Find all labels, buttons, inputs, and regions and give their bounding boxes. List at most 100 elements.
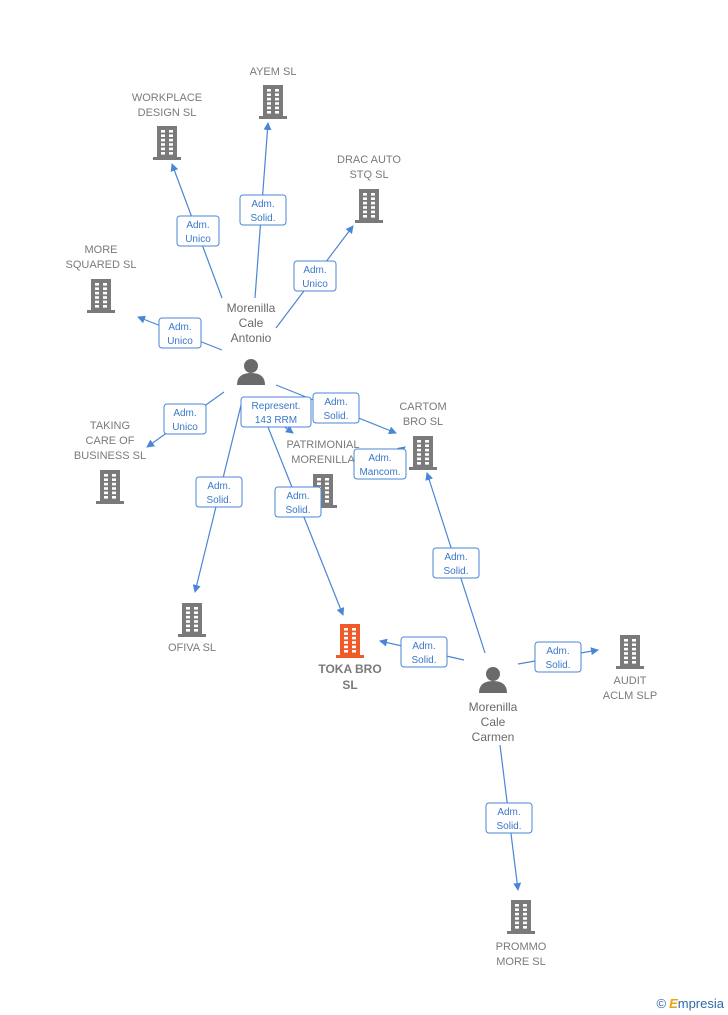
node-label: AUDIT xyxy=(614,675,647,687)
edge-label-text: Solid. xyxy=(250,213,275,224)
edge-label-box xyxy=(534,641,582,673)
building-icon xyxy=(336,624,364,658)
node-label: Morenilla xyxy=(469,700,518,714)
edge-label-box xyxy=(240,396,312,428)
edge-label-text: Adm. xyxy=(546,646,569,657)
node-label: WORKPLACE xyxy=(132,92,202,104)
edge-label-text: Unico xyxy=(167,336,193,347)
edge-label-antonio-to-more_squared[interactable]: Adm. Unico xyxy=(158,317,202,349)
brand-logo-text: mpresia xyxy=(677,996,724,1011)
edge-label-text: Adm. xyxy=(444,552,467,563)
node-label: MORE xyxy=(85,244,118,256)
edge-label-carmen-to-audit[interactable]: Adm. Solid. xyxy=(534,641,582,673)
edge-label-box xyxy=(293,260,337,292)
building-icon xyxy=(178,603,206,637)
node-cartom[interactable]: CARTOM BRO SL xyxy=(399,401,447,470)
edge-label-text: Adm. xyxy=(251,199,274,210)
node-ofiva[interactable]: OFIVA SL xyxy=(168,603,216,654)
node-label: DESIGN SL xyxy=(138,107,197,119)
edge-label-antonio-to-workplace[interactable]: Adm. Unico xyxy=(176,215,220,247)
edge-label-antonio-to-ofiva[interactable]: Adm. Solid. xyxy=(195,476,243,508)
edge-label-text: Adm. xyxy=(173,408,196,419)
edge-label-text: Solid. xyxy=(206,495,231,506)
node-label: SQUARED SL xyxy=(66,259,137,271)
edge-label-antonio-to-drac[interactable]: Adm.Unico xyxy=(293,260,337,292)
edge-label-text: Mancom. xyxy=(359,467,400,478)
node-workplace[interactable]: WORKPLACE DESIGN SL xyxy=(132,92,202,160)
building-icon xyxy=(409,436,437,470)
node-label: DRAC AUTO xyxy=(337,154,401,166)
node-label: SL xyxy=(342,678,357,692)
node-label: Morenilla xyxy=(227,301,276,315)
edge-label-text: Represent. xyxy=(252,401,301,412)
edge-label-text: Adm. xyxy=(207,481,230,492)
nodes-layer: WORKPLACE DESIGN SL AYEM SL DRAC AUTO STQ SL… xyxy=(66,66,658,968)
edge-label-text: Solid. xyxy=(496,821,521,832)
edge-label-antonio-to-taking_care[interactable]: Adm. Unico xyxy=(163,403,207,435)
edge-label-box xyxy=(485,802,533,834)
node-label: Carmen xyxy=(472,730,515,744)
edge-label-text: Adm. xyxy=(168,322,191,333)
edge-label-text: Adm. xyxy=(412,641,435,652)
node-label: ACLM SLP xyxy=(603,690,657,702)
edge-label-text: Adm. xyxy=(324,397,347,408)
edge-label-patrimonial-to-cartom[interactable]: Adm. Mancom. xyxy=(353,448,407,480)
node-label: BRO SL xyxy=(403,416,443,428)
edge-label-text: Adm. xyxy=(286,491,309,502)
edge-label-text: Unico xyxy=(302,279,328,290)
node-label: STQ SL xyxy=(349,169,388,181)
edge-label-antonio-to-ayem[interactable]: Adm. Solid. xyxy=(239,194,287,226)
node-ayem[interactable]: AYEM SL xyxy=(250,66,297,119)
edge-label-box xyxy=(176,215,220,247)
node-label: MORENILLA xyxy=(291,454,355,466)
edge-label-antonio-to-patrimonial[interactable]: Represent.143 RRM xyxy=(240,396,312,428)
edge-label-carmen-to-toka[interactable]: Adm. Solid. xyxy=(400,636,448,668)
building-icon xyxy=(259,85,287,119)
edge-label-box xyxy=(158,317,202,349)
node-label: Cale xyxy=(481,715,506,729)
node-label: PATRIMONIAL xyxy=(287,439,360,451)
edge-label-box xyxy=(239,194,287,226)
building-icon xyxy=(87,279,115,313)
building-icon xyxy=(507,900,535,934)
building-icon xyxy=(153,126,181,160)
edge-label-box xyxy=(195,476,243,508)
edge-label-text: Solid. xyxy=(285,505,310,516)
node-label: OFIVA SL xyxy=(168,642,216,654)
edge-label-text: Solid. xyxy=(545,660,570,671)
edge-label-text: Unico xyxy=(185,234,211,245)
edge-label-carmen-to-cartom[interactable]: Adm.Solid. xyxy=(432,547,480,579)
building-icon xyxy=(96,470,124,504)
copyright-symbol: © xyxy=(656,996,667,1011)
node-audit[interactable]: AUDIT ACLM SLP xyxy=(603,635,657,702)
node-drac[interactable]: DRAC AUTO STQ SL xyxy=(337,154,401,223)
node-more_squared[interactable]: MORE SQUARED SL xyxy=(66,244,137,313)
edge-label-text: Adm. xyxy=(186,220,209,231)
node-label: Cale xyxy=(239,316,264,330)
person-icon xyxy=(479,667,507,693)
brand-watermark[interactable]: ©Empresia xyxy=(656,996,724,1011)
edge-label-box xyxy=(432,547,480,579)
edge-label-text: Adm. xyxy=(368,453,391,464)
node-label: MORE SL xyxy=(496,956,546,968)
edge-label-box xyxy=(353,448,407,480)
node-label: CARTOM xyxy=(399,401,446,413)
building-icon xyxy=(616,635,644,669)
edge-labels-layer: Adm.UnicoAdm.Solid.Adm.UnicoAdm.UnicoAdm… xyxy=(158,194,582,834)
edge-label-text: Solid. xyxy=(411,655,436,666)
edge-label-carmen-to-prommo[interactable]: Adm. Solid. xyxy=(485,802,533,834)
brand-logo-initial: E xyxy=(669,996,678,1011)
node-label: AYEM SL xyxy=(250,66,297,78)
node-label: CARE OF xyxy=(86,435,135,447)
edge-label-antonio-to-cartom[interactable]: Adm.Solid. xyxy=(312,392,360,424)
edge-label-text: Adm. xyxy=(497,807,520,818)
node-label: BUSINESS SL xyxy=(74,450,146,462)
edge-label-antonio-to-toka[interactable]: Adm. Solid. xyxy=(274,486,322,518)
edge-label-text: Unico xyxy=(172,422,198,433)
